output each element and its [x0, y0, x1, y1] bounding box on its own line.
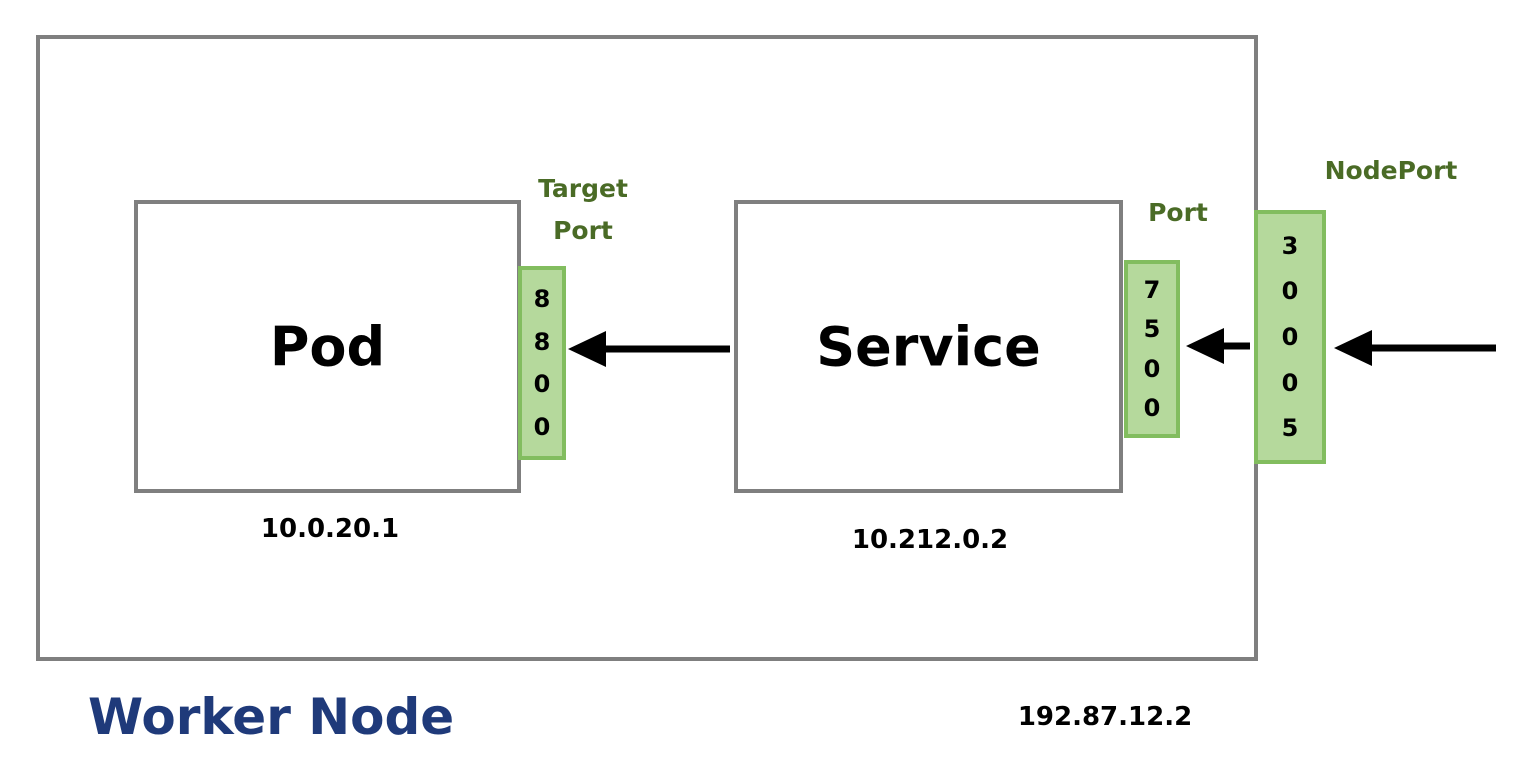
pod-label: Pod [269, 315, 386, 378]
target-port-label: Target Port [523, 168, 643, 252]
target-port-label-line1: Target [538, 174, 628, 203]
service-port-digit: 7 [1143, 275, 1161, 304]
node-port-digit: 3 [1281, 231, 1299, 260]
target-port-digit: 8 [533, 284, 551, 313]
pod-box: Pod [134, 200, 521, 493]
pod-ip: 10.0.20.1 [260, 514, 400, 544]
service-port-box: 7 5 0 0 [1124, 260, 1180, 438]
target-port-digit: 8 [533, 327, 551, 356]
target-port-box: 8 8 0 0 [518, 266, 566, 460]
service-port-digit: 0 [1143, 394, 1161, 423]
node-port-box: 3 0 0 0 5 [1254, 210, 1326, 464]
node-port-digit: 0 [1281, 322, 1299, 351]
node-port-digit: 5 [1281, 414, 1299, 443]
worker-node-title: Worker Node [88, 688, 455, 746]
service-port-digit: 5 [1143, 315, 1161, 344]
arrow-service-to-pod [568, 331, 730, 367]
node-port-label: NodePort [1324, 156, 1458, 185]
target-port-digit: 0 [533, 413, 551, 442]
node-port-digit: 0 [1281, 368, 1299, 397]
service-port-digit: 0 [1143, 354, 1161, 383]
service-ip: 10.212.0.2 [851, 525, 1009, 555]
arrow-nodeport-to-port [1186, 328, 1250, 364]
service-label: Service [816, 315, 1041, 378]
service-box: Service [734, 200, 1123, 493]
arrow-external-to-nodeport [1334, 330, 1496, 366]
target-port-label-line2: Port [553, 216, 613, 245]
service-port-label: Port [1148, 198, 1208, 227]
node-ip: 192.87.12.2 [1017, 702, 1193, 732]
target-port-digit: 0 [533, 370, 551, 399]
node-port-digit: 0 [1281, 277, 1299, 306]
